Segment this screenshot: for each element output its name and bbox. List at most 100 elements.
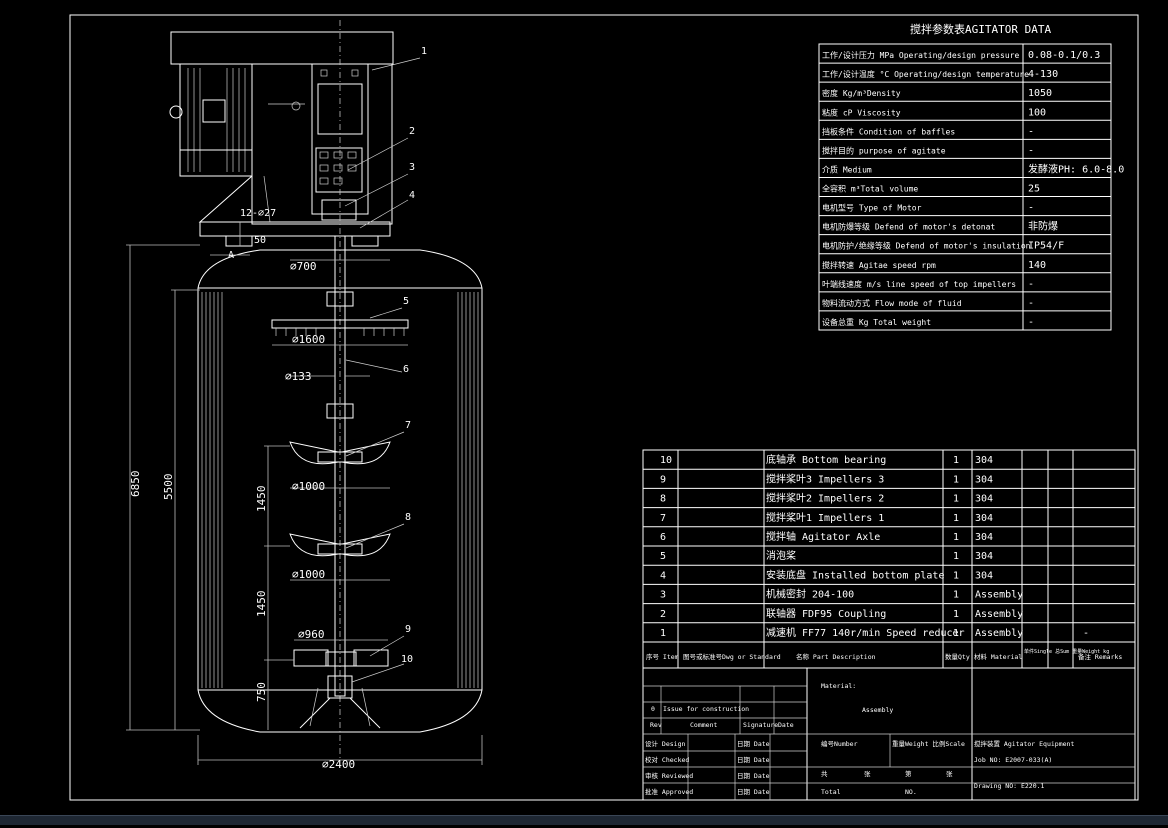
impeller-3-blade-right bbox=[353, 649, 389, 667]
agitator-data-label: 挡板条件 Condition of baffles bbox=[822, 126, 955, 136]
part-qty: 1 bbox=[953, 570, 959, 581]
drawing-geometry bbox=[344, 173, 409, 207]
title-date: Date bbox=[778, 721, 794, 729]
part-description: 搅拌桨叶3 Impellers 3 bbox=[766, 472, 884, 485]
dim-spacing-1: 1450 bbox=[255, 486, 268, 513]
drawing-geometry bbox=[351, 663, 405, 683]
part-qty: 1 bbox=[953, 455, 959, 466]
title-total: Total bbox=[821, 788, 841, 796]
dim-bottom-clearance: 750 bbox=[255, 682, 268, 702]
part-material: 304 bbox=[975, 474, 993, 485]
agitator-data-label: 搅拌目的 purpose of agitate bbox=[822, 145, 946, 155]
title-material-label: Material: bbox=[821, 682, 856, 690]
title-reviewed: 审核 Reviewed bbox=[645, 771, 693, 780]
dim-overall-height: 6850 bbox=[129, 471, 142, 498]
part-no: 4 bbox=[660, 570, 666, 581]
dim-impeller-1-diameter: ⌀1000 bbox=[292, 480, 325, 493]
drawing-geometry bbox=[319, 69, 359, 185]
drawing-geometry bbox=[319, 177, 329, 185]
balloon-6: 6 bbox=[403, 364, 409, 375]
title-date-3: 日期 Date bbox=[737, 772, 770, 780]
part-description: 机械密封 204-100 bbox=[766, 588, 854, 601]
drawing-geometry bbox=[347, 151, 357, 159]
impeller-3-blade-left bbox=[293, 649, 329, 667]
balloon-3: 3 bbox=[409, 162, 415, 173]
drawing-geometry bbox=[369, 307, 403, 319]
title-weight-scale: 重量Weight 比例Scale bbox=[892, 739, 965, 748]
part-qty: 1 bbox=[953, 532, 959, 543]
agitator-data-label: 介质 Medium bbox=[822, 164, 872, 174]
agitator-data-label: 电机防爆等级 Defend of motor's detonat bbox=[822, 222, 995, 232]
agitator-data-value: - bbox=[1028, 203, 1034, 214]
drawing-geometry bbox=[317, 543, 363, 555]
part-description: 搅拌轴 Agitator Axle bbox=[766, 530, 880, 543]
agitator-data-value: 非防爆 bbox=[1028, 220, 1058, 233]
part-no: 7 bbox=[660, 513, 666, 524]
agitator-data-table: 搅拌参数表AGITATOR DATA 工作/设计压力 MPa Operating… bbox=[818, 22, 1124, 331]
agitator-data-label: 工作/设计压力 MPa Operating/design pressure bbox=[822, 50, 1019, 60]
drawing-geometry bbox=[309, 687, 319, 727]
title-drawing-no: Drawing NO: E220.1 bbox=[974, 782, 1045, 790]
dim-liquid-height: 5500 bbox=[162, 474, 175, 501]
drawing-geometry bbox=[333, 164, 343, 172]
motor-fan-cap bbox=[169, 105, 183, 119]
drawing-geometry bbox=[291, 101, 301, 111]
dim-impeller-3-diameter: ⌀960 bbox=[298, 628, 325, 641]
title-material-value: Assembly bbox=[862, 706, 893, 714]
part-description: 减速机 FF77 140r/min Speed reducer bbox=[766, 626, 965, 639]
drawing-geometry bbox=[299, 697, 331, 729]
part-no: 3 bbox=[660, 590, 666, 601]
title-rev-comment: Issue for construction bbox=[663, 705, 749, 713]
title-date-1: 日期 Date bbox=[737, 740, 770, 748]
part-description: 搅拌桨叶2 Impellers 2 bbox=[766, 492, 884, 505]
part-description: 搅拌桨叶1 Impellers 1 bbox=[766, 511, 884, 524]
part-qty: 1 bbox=[953, 474, 959, 485]
dim-hole-note: 12-⌀27 bbox=[240, 208, 276, 219]
balloon-5: 5 bbox=[403, 296, 409, 307]
drawing-geometry bbox=[319, 151, 329, 159]
agitator-data-label: 工作/设计温度 °C Operating/design temperature bbox=[822, 69, 1029, 79]
dimension-lines bbox=[126, 222, 483, 765]
agitator-data-value: 1050 bbox=[1028, 88, 1052, 99]
reducer-top-housing bbox=[170, 31, 394, 65]
agitator-data-value: 25 bbox=[1028, 184, 1040, 195]
part-description: 消泡桨 bbox=[766, 549, 796, 562]
balloon-10: 10 bbox=[401, 654, 413, 665]
motor-terminal-box bbox=[202, 99, 226, 123]
part-description: 联轴器 FDF95 Coupling bbox=[766, 607, 886, 620]
title-job-no: Job NO: E2007-033(A) bbox=[974, 756, 1052, 764]
agitator-data-label: 搅拌转速 Agitae speed rpm bbox=[822, 260, 936, 270]
balloon-2: 2 bbox=[409, 126, 415, 137]
title-date-4: 日期 Date bbox=[737, 788, 770, 796]
agitator-data-value: - bbox=[1028, 279, 1034, 290]
parts-header-desc: 名称 Part Description bbox=[796, 652, 876, 661]
drawing-geometry bbox=[369, 635, 405, 657]
drawing-geometry bbox=[263, 175, 271, 223]
drawing-geometry bbox=[351, 235, 379, 247]
drawing-geometry bbox=[361, 687, 371, 727]
balloon-leaders bbox=[344, 57, 421, 683]
title-sheet-all: 共 bbox=[821, 769, 828, 778]
part-no: 5 bbox=[660, 551, 666, 562]
part-remark: - bbox=[1083, 628, 1089, 639]
part-no: 10 bbox=[660, 455, 672, 466]
dim-foam-breaker-diameter: ⌀1600 bbox=[292, 333, 325, 346]
agitator-data-label: 电机防护/绝缘等级 Defend of motor's insulation bbox=[822, 241, 1031, 251]
dim-vessel-diameter: ⌀2400 bbox=[322, 758, 355, 771]
title-block: Material: Assembly 0 Issue for construct… bbox=[642, 667, 1136, 801]
drawing-geometry bbox=[345, 523, 405, 549]
agitator-data-value: 4-130 bbox=[1028, 69, 1058, 80]
drawing-geometry bbox=[333, 151, 343, 159]
drawing-geometry bbox=[225, 235, 253, 247]
dim-spacing-2: 1450 bbox=[255, 591, 268, 618]
part-no: 2 bbox=[660, 609, 666, 620]
agitator-data-value: - bbox=[1028, 317, 1034, 328]
title-no: NO. bbox=[905, 788, 917, 796]
part-description: 安装底盘 Installed bottom plate bbox=[766, 568, 944, 581]
title-sheet-z: 张 bbox=[946, 769, 953, 778]
foam-breaker bbox=[271, 319, 409, 329]
